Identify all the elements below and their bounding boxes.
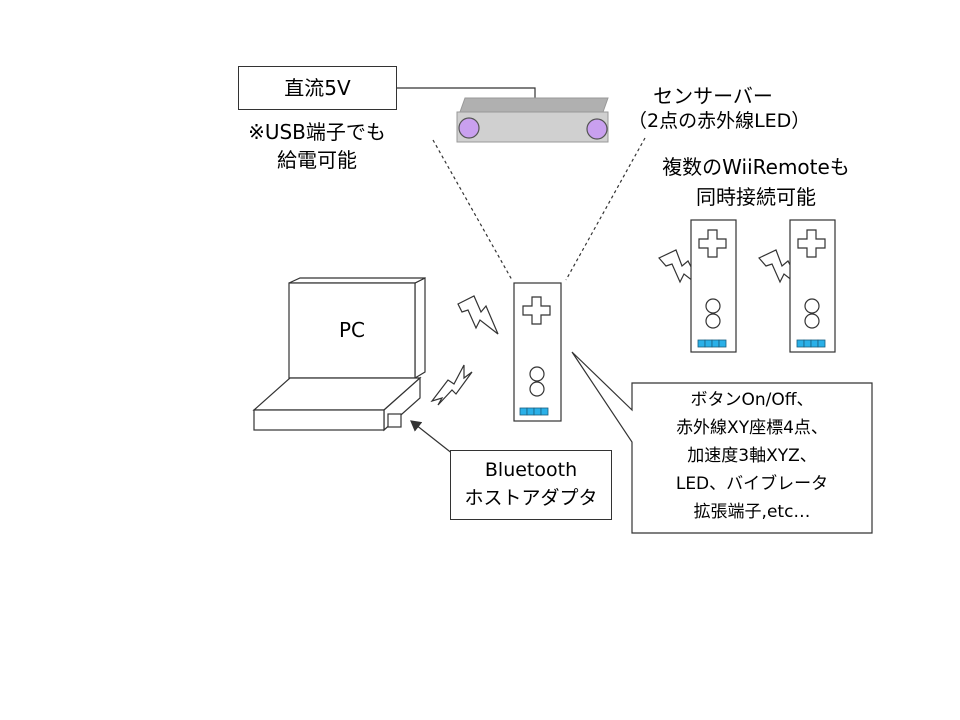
wii-remote-main [513, 282, 562, 422]
wii-remote-extra-b-button-1 [804, 298, 820, 314]
usb-power-note-line2: 給電可能 [277, 148, 357, 172]
sensor-led-right [586, 118, 608, 140]
wii-remote-extra-a [690, 219, 737, 353]
sensor-bar-title: センサーバー [653, 84, 773, 108]
laptop-screen-side [414, 277, 426, 380]
power-label: 直流5V [284, 76, 351, 100]
wii-remote-extra-b-button-2 [804, 313, 820, 329]
bluetooth-dongle [387, 413, 402, 428]
wii-remote-main-button-1 [529, 366, 545, 382]
multi-remote-note-line2: 同時接続可能 [696, 185, 816, 209]
laptop-screen-top [288, 277, 426, 284]
ir-sightline-right [565, 137, 646, 281]
usb-power-note-line1: ※USB端子でも [248, 120, 386, 144]
data-callout-text: ボタンOn/Off、 赤外線XY座標4点、 加速度3軸XYZ、 LED、バイブレ… [634, 386, 870, 526]
callout-line: 加速度3軸XYZ、 [687, 446, 817, 466]
bluetooth-label-line1: Bluetooth [484, 459, 578, 481]
bluetooth-adapter-box: Bluetooth ホストアダプタ [450, 450, 612, 520]
callout-line: 赤外線XY座標4点、 [676, 418, 828, 438]
wii-remote-extra-a-button-2 [705, 313, 721, 329]
wii-remote-extra-a-button-1 [705, 298, 721, 314]
laptop-base-front [253, 409, 385, 431]
wii-remote-main-leds [519, 407, 549, 416]
power-box: 直流5V [238, 66, 397, 110]
signal-bolt-pc-upper [457, 295, 499, 335]
sensor-bar-subtitle: （2点の赤外線LED） [628, 110, 811, 132]
wii-remote-extra-a-leds [697, 339, 727, 348]
ir-sightline-left [432, 139, 513, 281]
multi-remote-note-line1: 複数のWiiRemoteも [662, 155, 850, 179]
wii-remote-main-dpad-icon [522, 296, 551, 325]
sensor-led-left [458, 117, 480, 139]
sensor-bar-front-face [456, 111, 609, 143]
wii-remote-main-button-2 [529, 381, 545, 397]
wii-remote-extra-a-dpad-icon [698, 229, 727, 258]
signal-bolt-pc-lower [430, 364, 473, 406]
laptop [252, 277, 426, 432]
wii-remote-extra-b-dpad-icon [797, 229, 826, 258]
sensor-bar [456, 97, 609, 143]
callout-line: 拡張端子,etc… [693, 502, 811, 522]
wii-remote-extra-b [789, 219, 836, 353]
bluetooth-label-line2: ホストアダプタ [464, 487, 598, 509]
wii-remote-extra-b-leds [796, 339, 826, 348]
callout-line: ボタンOn/Off、 [690, 390, 814, 410]
sensor-bar-top-face [459, 97, 609, 113]
callout-line: LED、バイブレータ [675, 474, 829, 494]
pc-label: PC [338, 318, 366, 342]
data-callout-shape [571, 351, 873, 534]
